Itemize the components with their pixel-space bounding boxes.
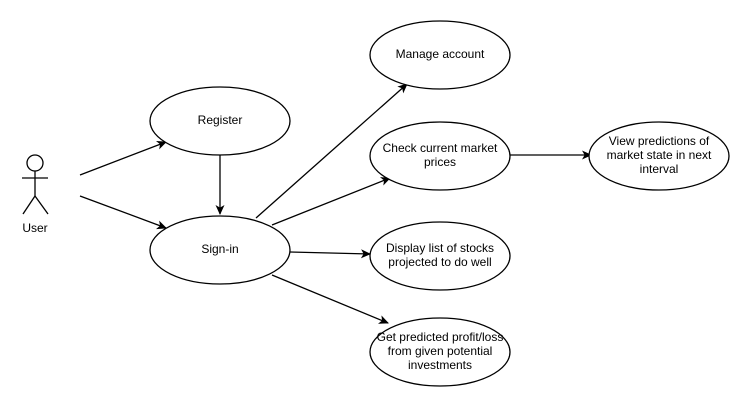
relation-arrow-actor-to-register xyxy=(79,141,167,176)
use-case-ellipse xyxy=(149,215,291,285)
use-case-register[interactable]: Register xyxy=(149,86,291,156)
actor-right-leg xyxy=(34,195,49,215)
use-case-manage-account[interactable]: Manage account xyxy=(369,20,511,90)
label-line: from given potential xyxy=(388,344,493,358)
use-case-label-register: Register xyxy=(198,113,243,127)
label-line: View predictions of xyxy=(609,134,710,148)
label-line: investments xyxy=(408,358,472,372)
label-line: Manage account xyxy=(396,47,485,61)
label-line: Display list of stocks xyxy=(386,241,494,255)
relation-arrow-actor-to-signin xyxy=(79,195,167,230)
use-case-sign-in[interactable]: Sign-in xyxy=(149,215,291,285)
use-case-ellipse xyxy=(369,121,511,191)
use-case-ellipse xyxy=(149,86,291,156)
label-line: Sign-in xyxy=(201,242,238,256)
relation-arrow-signin-to-display-stocks xyxy=(289,249,371,259)
label-line: projected to do well xyxy=(388,255,491,269)
relation-arrow-signin-to-manage-account xyxy=(255,83,408,219)
relation-arrow-signin-to-predicted-profit xyxy=(271,274,389,324)
relation-arrow-signin-to-check-prices xyxy=(271,177,391,226)
use-case-label-manage-account: Manage account xyxy=(396,47,485,61)
label-line: Get predicted profit/loss xyxy=(377,330,504,344)
label-line: prices xyxy=(424,155,456,169)
actor-left-leg xyxy=(22,195,36,215)
use-case-ellipse xyxy=(588,121,730,191)
label-line: Check current market xyxy=(383,141,498,155)
actor-user[interactable]: User xyxy=(22,154,49,235)
label-line: Register xyxy=(198,113,243,127)
use-case-ellipse xyxy=(369,20,511,90)
actor-head xyxy=(26,154,44,172)
relations-layer xyxy=(79,83,592,324)
actor-label: User xyxy=(22,221,47,235)
label-line: interval xyxy=(640,162,679,176)
use-case-ellipse xyxy=(369,221,511,291)
use-case-label-sign-in: Sign-in xyxy=(201,242,238,256)
label-line: market state in next xyxy=(607,148,712,162)
use-case-ellipse xyxy=(369,317,511,387)
